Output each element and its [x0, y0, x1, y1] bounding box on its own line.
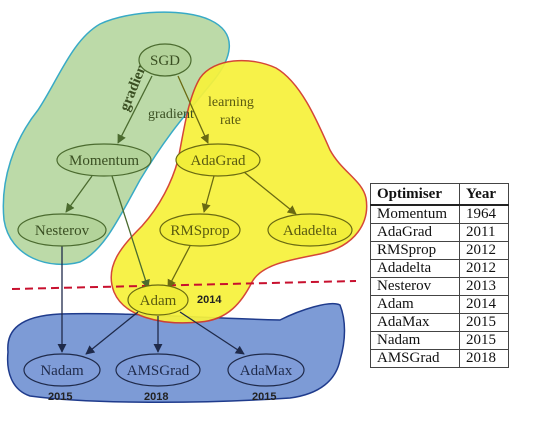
node-adam: Adam	[127, 284, 189, 316]
node-amsgrad: AMSGrad	[115, 353, 201, 387]
node-label-nesterov: Nesterov	[35, 223, 90, 239]
year-adamax: 2015	[252, 391, 276, 403]
edge-rmsprop-adam	[167, 245, 191, 289]
edge-adagrad-adadelta	[243, 171, 297, 215]
cell-optimiser: Adam	[370, 295, 460, 314]
node-label-amsgrad: AMSGrad	[127, 363, 190, 379]
node-nesterov: Nesterov	[17, 213, 107, 247]
cell-optimiser: Nadam	[370, 331, 460, 350]
edge-adam-nadam	[85, 311, 139, 355]
node-adadelta: Adadelta	[267, 213, 353, 247]
edge-sgd-adagrad	[177, 75, 209, 144]
node-nadam: Nadam	[23, 353, 101, 387]
edge-sgd-momentum	[117, 75, 153, 144]
yellow-region	[110, 59, 368, 324]
node-label-sgd: SGD	[150, 53, 180, 69]
edge-label-gradient: gradient	[148, 107, 194, 122]
cell-year: 2011	[459, 223, 509, 242]
year-amsgrad: 2018	[144, 391, 168, 403]
cell-optimiser: AdaGrad	[370, 223, 460, 242]
node-label-adamax: AdaMax	[240, 363, 293, 379]
edge-momentum-nesterov	[65, 175, 93, 213]
node-momentum: Momentum	[56, 143, 152, 177]
edge-momentum-adam	[111, 175, 150, 289]
node-label-nadam: Nadam	[40, 363, 84, 379]
node-rmsprop: RMSprop	[159, 213, 241, 247]
cell-optimiser: Adadelta	[370, 259, 460, 278]
cell-optimiser: AdaMax	[370, 313, 460, 332]
edge-label-rate: rate	[220, 113, 241, 128]
cell-year: 2018	[459, 349, 509, 368]
edge-adam-adamax	[179, 311, 245, 355]
cell-optimiser: Nesterov	[370, 277, 460, 296]
node-label-adagrad: AdaGrad	[191, 153, 246, 169]
cell-year: 2015	[459, 331, 509, 350]
node-adagrad: AdaGrad	[175, 143, 261, 177]
cell-year: 2013	[459, 277, 509, 296]
node-label-adam: Adam	[140, 293, 177, 309]
edge-adagrad-rmsprop	[201, 175, 215, 213]
cell-year: 2014	[459, 295, 509, 314]
cell-year: 2012	[459, 259, 509, 278]
node-adamax: AdaMax	[227, 353, 305, 387]
cell-optimiser: RMSprop	[370, 241, 460, 260]
table-header-row: Optimiser Year	[370, 183, 509, 206]
header-year: Year	[459, 183, 509, 206]
cell-year: 2015	[459, 313, 509, 332]
node-label-momentum: Momentum	[69, 153, 139, 169]
node-label-adadelta: Adadelta	[283, 223, 337, 239]
divider-line	[11, 280, 357, 290]
year-nadam: 2015	[48, 391, 72, 403]
cell-optimiser: Momentum	[370, 204, 460, 224]
cell-year: 1964	[459, 204, 509, 224]
year-adam: 2014	[197, 294, 222, 306]
node-sgd: SGD	[138, 43, 192, 77]
node-label-rmsprop: RMSprop	[170, 223, 229, 239]
header-optimiser: Optimiser	[370, 183, 460, 206]
cell-optimiser: AMSGrad	[370, 349, 460, 368]
edge-label-learning: learning	[208, 95, 254, 110]
cell-year: 2012	[459, 241, 509, 260]
